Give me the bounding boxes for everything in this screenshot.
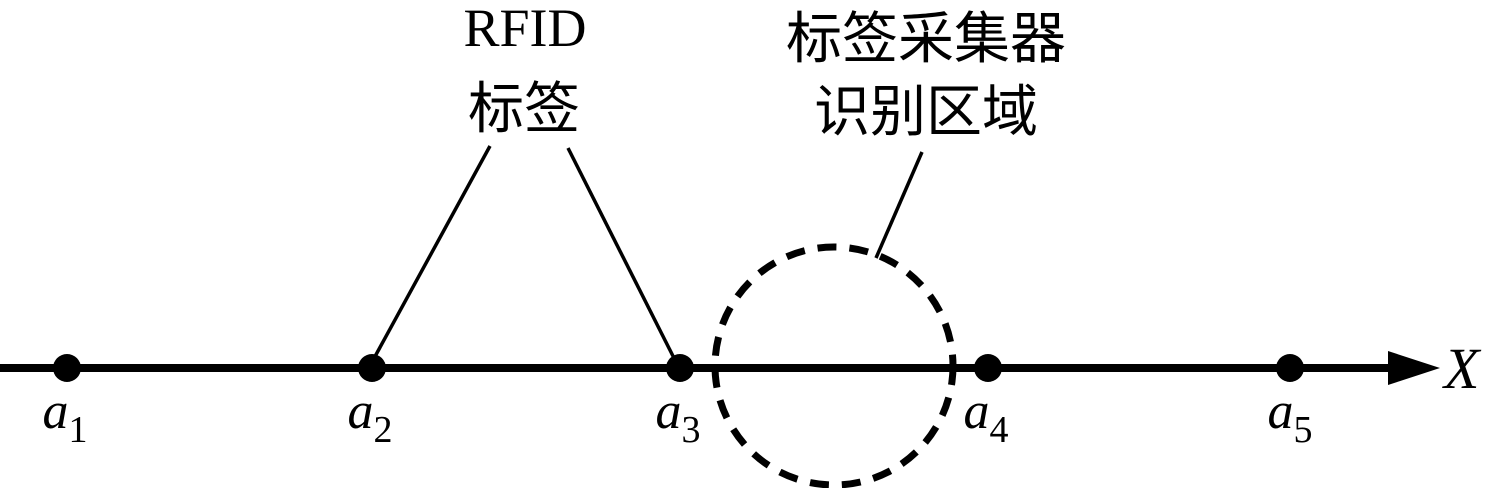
point-label-a1: a1 [43, 383, 88, 451]
leader-line-readerzone-to-circle [874, 151, 924, 259]
point-label-a5-sub: 5 [1294, 409, 1313, 451]
point-label-a2: a2 [348, 383, 393, 451]
x-axis-label: X [1442, 336, 1482, 401]
point-label-a5: a5 [1268, 383, 1313, 451]
point-dot-a2 [358, 354, 386, 382]
point-label-a1-sub: 1 [69, 409, 88, 451]
point-label-a4-base: a [964, 383, 990, 440]
point-dot-a1 [53, 354, 81, 382]
reader-zone-label-line1: 标签采集器 [786, 9, 1066, 71]
reader-zone-label-line2: 识别区域 [814, 82, 1038, 144]
point-label-a1-base: a [43, 383, 69, 440]
point-dot-a4 [974, 354, 1002, 382]
leader-line-rfid-to-a2 [370, 145, 492, 363]
point-dot-a3 [666, 354, 694, 382]
leader-line-rfid-to-a3 [566, 147, 680, 367]
point-label-a3: a3 [656, 383, 701, 451]
point-label-a2-base: a [348, 383, 374, 440]
point-label-a4-sub: 4 [990, 409, 1009, 451]
rfid-tag-label-line2: 标签 [468, 79, 580, 141]
point-dot-a5 [1276, 354, 1304, 382]
rfid-tag-label-line1: RFID [463, 0, 586, 58]
point-label-a3-base: a [656, 383, 682, 440]
point-label-a2-sub: 2 [374, 409, 393, 451]
point-label-a3-sub: 3 [682, 409, 701, 451]
point-label-a5-base: a [1268, 383, 1294, 440]
x-axis-arrowhead-icon [1388, 351, 1440, 385]
point-label-a4: a4 [964, 383, 1009, 451]
